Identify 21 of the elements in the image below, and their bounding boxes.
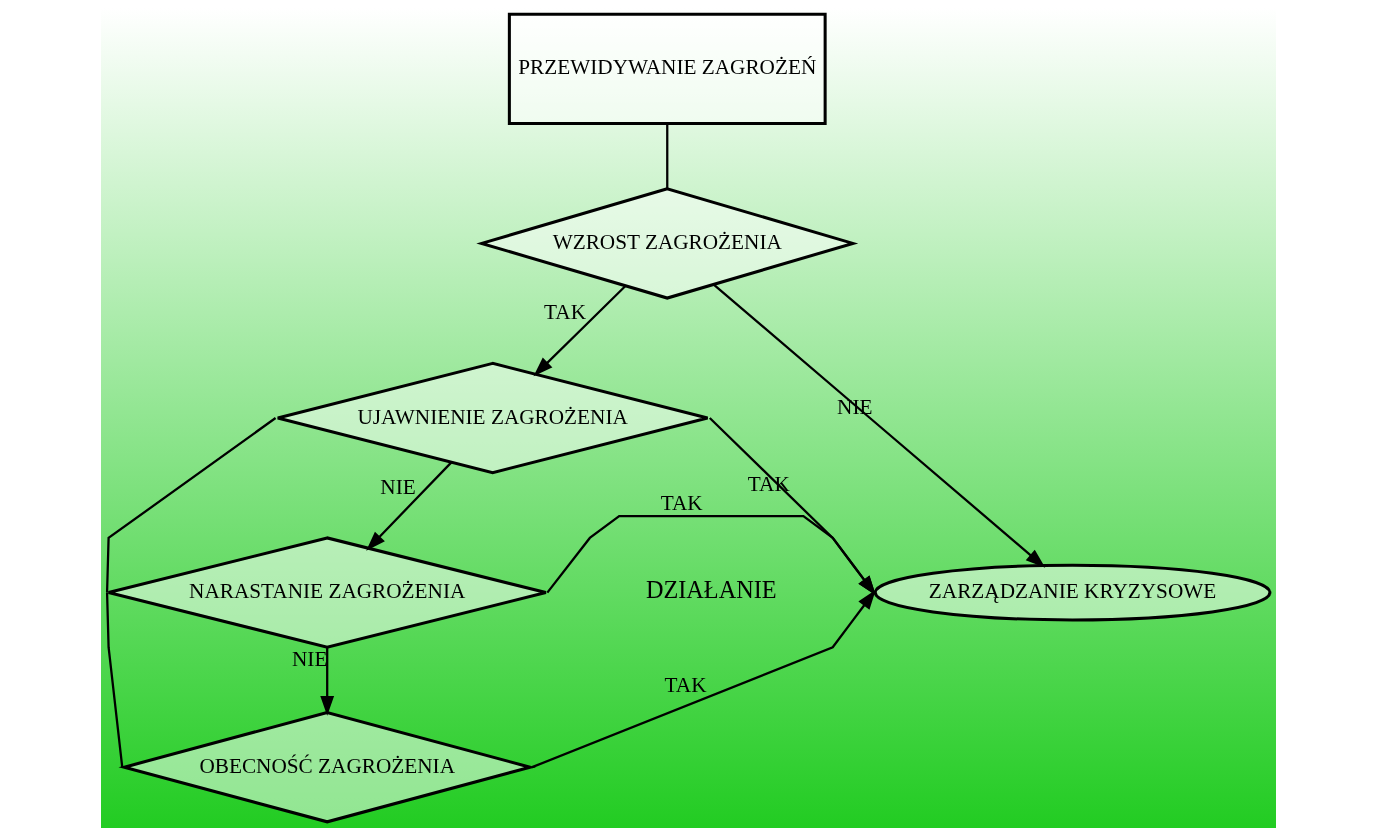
- edge-label: TAK: [660, 491, 703, 516]
- edge-label: TAK: [543, 299, 586, 324]
- node-diamond: OBECNOŚĆ ZAGROŻENIA: [117, 710, 536, 824]
- arrow: [319, 647, 334, 716]
- edge-label: TAK: [664, 672, 707, 697]
- connector: [105, 417, 276, 593]
- node-diamond: WZROST ZAGROŻENIA: [475, 187, 858, 300]
- arrow: [708, 417, 876, 596]
- node-diamond: NARASTANIE ZAGROŻENIA: [106, 536, 547, 649]
- label: DZIAŁANIE: [645, 576, 777, 604]
- edge-label: NIE: [379, 474, 416, 499]
- connector: [105, 592, 123, 768]
- arrow: [533, 285, 626, 377]
- node-box: PRZEWIDYWANIE ZAGROŻEŃ: [507, 12, 827, 125]
- connector: [665, 123, 668, 189]
- node-ellipse: ZARZĄDZANIE KRYZYSOWE: [873, 563, 1271, 622]
- node-diamond: UJAWNIENIE ZAGROŻENIA: [275, 361, 709, 475]
- arrow: [365, 461, 452, 551]
- arrow: [531, 589, 876, 769]
- arrow: [545, 515, 876, 596]
- arrow: [712, 283, 1045, 568]
